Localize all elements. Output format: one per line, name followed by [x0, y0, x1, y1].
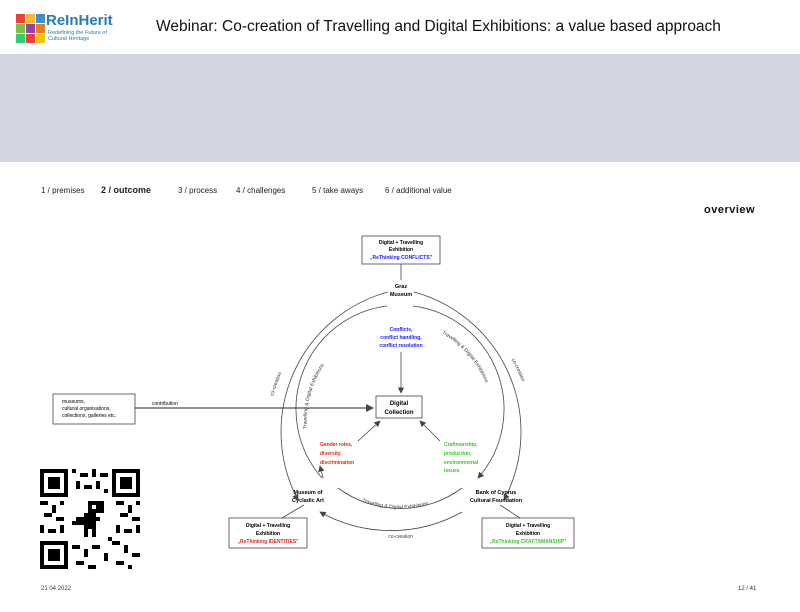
outer-label-left: co-creation [269, 371, 283, 397]
digital-collection-box: Digital Collection [375, 395, 423, 419]
conflicts-topic: Conflicts, [390, 327, 413, 333]
inner-arc-bottom [337, 487, 463, 509]
svg-text:Collection: Collection [384, 410, 413, 416]
inner-arc-right [412, 305, 505, 479]
contribution-label: contribution [152, 401, 178, 407]
cycladic-museum-label: Museum of [293, 490, 322, 496]
graz-museum-label: Graz [395, 284, 407, 290]
cyprus-foundation-label: Bank of Cyprus [476, 490, 517, 496]
svg-text:conflict handling,: conflict handling, [380, 335, 422, 341]
top-exhibition-box: Digital + Travelling Exhibition „ReThink… [361, 235, 441, 265]
tab-take-aways[interactable]: 5 / take aways [312, 186, 364, 195]
svg-text:Digital: Digital [390, 401, 409, 407]
tab-premises[interactable]: 1 / premises [41, 186, 85, 195]
svg-text:discrimination: discrimination [320, 460, 354, 466]
svg-text:Exhibition: Exhibition [256, 531, 280, 537]
inner-arrow-left [318, 465, 325, 479]
logo-name: ReInHerit [46, 12, 113, 29]
outer-arc-left [280, 291, 389, 501]
svg-text:conflict resolution: conflict resolution [379, 343, 422, 349]
inner-label-bottom: Travelling & Digital Exhibitions [361, 498, 429, 511]
svg-text:„ReThinking CRAFTSMANSHIP": „ReThinking CRAFTSMANSHIP" [490, 539, 567, 545]
qr-code-icon[interactable] [40, 469, 140, 569]
svg-text:Cultural Foundation: Cultural Foundation [470, 498, 523, 504]
tab-additional-value[interactable]: 6 / additional value [385, 186, 452, 195]
footer-date: 21 04 2022 [41, 586, 72, 592]
outer-arc-right [413, 291, 522, 501]
inner-arc-left [295, 305, 388, 479]
svg-text:Digital + Travelling: Digital + Travelling [246, 523, 290, 529]
page-title: Webinar: Co-creation of Travelling and D… [156, 18, 721, 35]
crafts-topic: Craftmanship, [444, 442, 478, 448]
svg-text:museums,: museums, [62, 399, 85, 405]
svg-text:Exhibition: Exhibition [389, 247, 413, 253]
tab-outcome[interactable]: 2 / outcome [101, 185, 152, 195]
source-organisations-box: museums, cultural organisations, collect… [52, 393, 136, 425]
right-exhibition-box: Digital + Travelling Exhibition „ReThink… [481, 517, 575, 549]
header: ReInHerit Redefining the Future of Cultu… [0, 0, 800, 54]
svg-text:Digital + Travelling: Digital + Travelling [379, 240, 423, 246]
outer-label-bottom: co-creation [388, 533, 413, 540]
logo-tagline: Redefining the Future of Cultural Herita… [48, 30, 108, 42]
overview-heading: overview [704, 204, 756, 216]
page-number: 12 / 41 [738, 586, 757, 592]
svg-text:issues: issues [444, 468, 460, 474]
svg-text:cultural organisations,: cultural organisations, [62, 406, 111, 412]
logo-mark-icon [16, 14, 45, 43]
svg-text:Digital + Travelling: Digital + Travelling [506, 523, 550, 529]
outer-label-right: co-creation [509, 357, 525, 382]
svg-text:collections, galleries etc.: collections, galleries etc. [62, 413, 116, 419]
identities-topic: Gender roles, [320, 442, 353, 448]
tab-challenges[interactable]: 4 / challenges [236, 186, 286, 195]
left-exhibition-box: Digital + Travelling Exhibition „ReThink… [228, 517, 308, 549]
inner-label-right: Travelling & Digital Exhibitions [441, 330, 490, 384]
section-tabs: 1 / premises 2 / outcome 3 / process 4 /… [0, 185, 800, 200]
svg-text:„ReThinking IDENTITIES": „ReThinking IDENTITIES" [238, 539, 300, 545]
svg-text:diversity,: diversity, [320, 451, 342, 457]
reinherit-logo[interactable]: ReInHerit Redefining the Future of Cultu… [12, 8, 132, 48]
graz-museum-label-2: Museum [390, 292, 412, 298]
svg-text:„ReThinking CONFLICTS": „ReThinking CONFLICTS" [370, 255, 433, 261]
inner-label-left: Travelling & Digital Exhibitions [303, 362, 326, 429]
svg-text:production,: production, [444, 451, 472, 457]
outer-arc-bottom [319, 511, 463, 531]
header-band [0, 54, 800, 162]
tab-process[interactable]: 3 / process [178, 186, 218, 195]
svg-text:environmental: environmental [444, 460, 479, 466]
svg-text:Cycladic Art: Cycladic Art [292, 498, 324, 504]
svg-text:Exhibition: Exhibition [516, 531, 540, 537]
